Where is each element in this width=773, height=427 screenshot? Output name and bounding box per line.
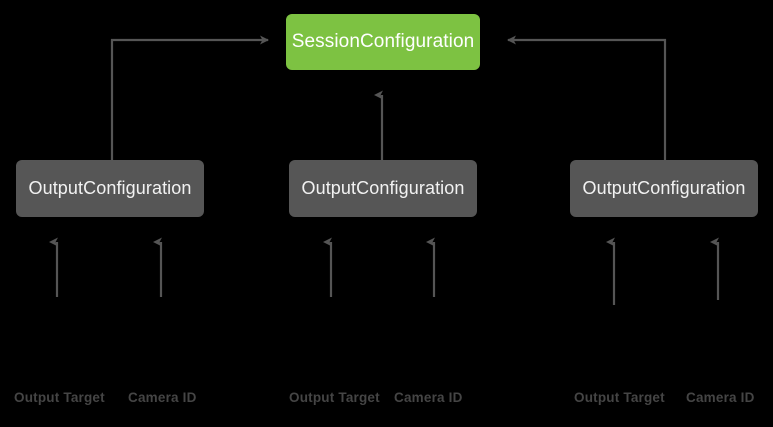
field-label-output-target-1: Output Target xyxy=(14,390,105,405)
field-label-camera-id-1: Camera ID xyxy=(128,390,197,405)
output-configuration-label-2: OutputConfiguration xyxy=(301,177,465,198)
output-configuration-node-2[interactable]: OutputConfiguration xyxy=(289,160,477,217)
output-configuration-node-1[interactable]: OutputConfiguration xyxy=(16,160,204,217)
connector-left-output-to-session xyxy=(110,35,269,160)
field-label-output-target-2: Output Target xyxy=(289,390,380,405)
field-label-camera-id-2: Camera ID xyxy=(394,390,463,405)
output-configuration-label-1: OutputConfiguration xyxy=(28,177,192,198)
field-label-camera-id-3: Camera ID xyxy=(686,390,755,405)
session-configuration-label: SessionConfiguration xyxy=(291,30,475,52)
session-configuration-node[interactable]: SessionConfiguration xyxy=(286,14,480,70)
field-label-output-target-3: Output Target xyxy=(574,390,665,405)
output-configuration-node-3[interactable]: OutputConfiguration xyxy=(570,160,758,217)
output-configuration-label-3: OutputConfiguration xyxy=(582,177,746,198)
connector-right-output-to-session xyxy=(507,35,667,160)
